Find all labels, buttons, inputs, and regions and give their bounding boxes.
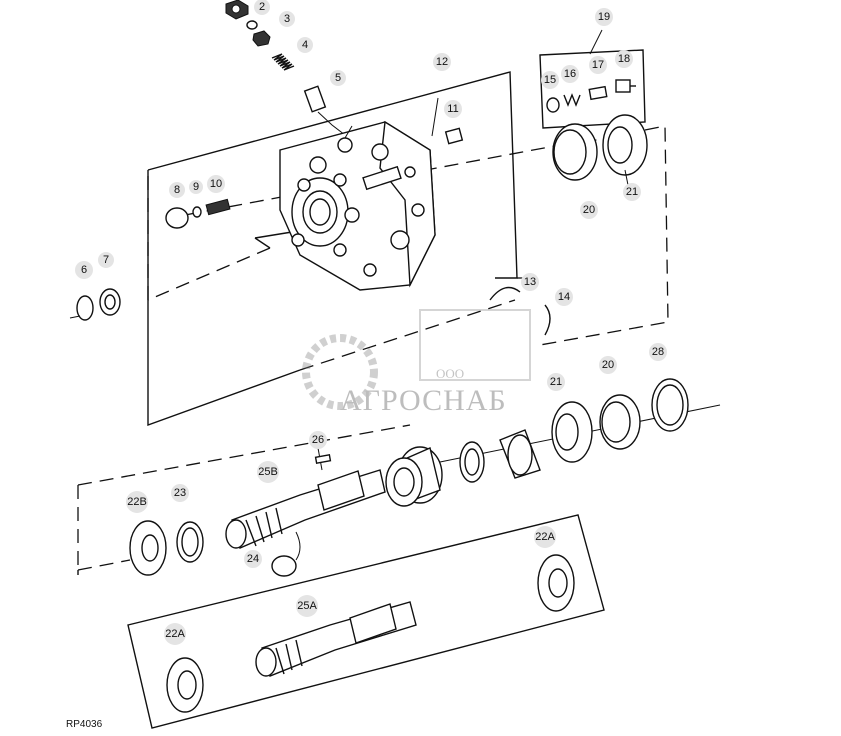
watermark: ООО АГРОСНАБ	[302, 309, 531, 417]
callout-22a-right: 22A	[534, 526, 556, 548]
callout-18: 18	[615, 50, 633, 68]
kit-19-frame	[539, 29, 646, 129]
seal-6	[69, 295, 94, 321]
svg-text:10: 10	[210, 178, 222, 190]
svg-text:11: 11	[447, 103, 458, 115]
bearing-cone-21-upper	[602, 114, 648, 186]
callout-5: 5	[330, 70, 346, 86]
callout-12: 12	[433, 53, 451, 71]
callout-11: 11	[444, 100, 462, 118]
shaft-frame	[77, 424, 411, 575]
valve-stack	[225, 0, 346, 136]
bearing-cup-20-lower	[599, 394, 641, 450]
svg-text:23: 23	[174, 487, 186, 499]
svg-text:17: 17	[592, 59, 604, 71]
svg-text:22B: 22B	[127, 496, 147, 508]
callout-2: 2	[254, 0, 270, 15]
callout-6: 6	[75, 261, 93, 279]
ring-7	[99, 288, 121, 316]
alt-shaft-frame	[127, 514, 605, 729]
seal-13	[489, 286, 521, 301]
seal-22b	[129, 520, 167, 576]
svg-text:25A: 25A	[297, 600, 317, 612]
callout-20-lower: 20	[599, 356, 617, 374]
kit-19-parts	[546, 79, 636, 113]
svg-text:20: 20	[583, 204, 595, 216]
svg-text:2: 2	[259, 1, 265, 13]
watermark-prefix: ООО	[436, 366, 464, 381]
svg-text:8: 8	[174, 184, 180, 196]
svg-text:4: 4	[302, 39, 308, 51]
callout-17: 17	[589, 56, 607, 74]
svg-text:25B: 25B	[258, 466, 278, 478]
svg-text:28: 28	[652, 346, 664, 358]
callout-3: 3	[279, 11, 295, 27]
housing-frame	[147, 71, 669, 426]
svg-text:16: 16	[564, 68, 576, 80]
callout-21-upper: 21	[623, 183, 641, 201]
watermark-name: АГРОСНАБ	[340, 384, 507, 417]
callout-21-lower: 21	[547, 373, 565, 391]
callout-22a-left: 22A	[164, 623, 186, 645]
svg-text:24: 24	[247, 553, 259, 565]
svg-text:15: 15	[544, 74, 556, 86]
callout-22b: 22B	[126, 491, 148, 513]
thrust-washer	[499, 429, 541, 479]
seal-22a-right	[537, 554, 575, 612]
svg-text:5: 5	[335, 72, 341, 84]
callout-10: 10	[207, 175, 225, 193]
svg-text:3: 3	[284, 13, 290, 25]
bearing-cup-20-upper	[552, 123, 598, 181]
ring-a	[459, 441, 485, 483]
pump-housing	[279, 97, 439, 291]
bushing	[385, 446, 443, 507]
svg-text:18: 18	[618, 53, 630, 65]
callout-15: 15	[541, 71, 559, 89]
callout-24: 24	[244, 550, 262, 568]
svg-text:26: 26	[312, 434, 324, 446]
callout-26: 26	[309, 431, 327, 449]
callout-8: 8	[169, 182, 185, 198]
shaft-25a	[255, 601, 417, 677]
callout-25b: 25B	[257, 461, 279, 483]
svg-text:21: 21	[550, 376, 562, 388]
svg-text:9: 9	[193, 181, 199, 193]
gear-icon	[302, 334, 378, 410]
harvester-icon	[419, 309, 531, 381]
svg-text:21: 21	[626, 186, 638, 198]
svg-text:22A: 22A	[165, 628, 185, 640]
svg-text:20: 20	[602, 359, 614, 371]
bearing-cone-21-lower	[551, 401, 593, 463]
callout-4: 4	[297, 37, 313, 53]
svg-text:19: 19	[598, 11, 610, 23]
callout-19: 19	[595, 8, 613, 26]
callout-13: 13	[521, 273, 539, 291]
svg-text:14: 14	[558, 291, 570, 303]
seal-14	[544, 304, 551, 336]
callout-23: 23	[171, 484, 189, 502]
svg-text:22A: 22A	[535, 531, 555, 543]
callout-7: 7	[98, 252, 114, 268]
callout-14: 14	[555, 288, 573, 306]
ring-23	[176, 521, 204, 563]
svg-text:12: 12	[436, 56, 448, 68]
callout-25a: 25A	[296, 595, 318, 617]
svg-text:13: 13	[524, 276, 536, 288]
plug-8-9-10	[165, 198, 231, 229]
shaft-25b	[225, 447, 386, 549]
figure-code: RP4036	[66, 719, 103, 730]
svg-text:7: 7	[103, 254, 109, 266]
callout-16: 16	[561, 65, 579, 83]
callout-20-upper: 20	[580, 201, 598, 219]
svg-text:6: 6	[81, 264, 87, 276]
seal-22a-left	[166, 657, 204, 713]
ring-28	[651, 378, 689, 432]
fitting-11	[444, 127, 464, 145]
callout-9: 9	[189, 180, 203, 194]
callout-28: 28	[649, 343, 667, 361]
ring-24	[271, 531, 301, 577]
